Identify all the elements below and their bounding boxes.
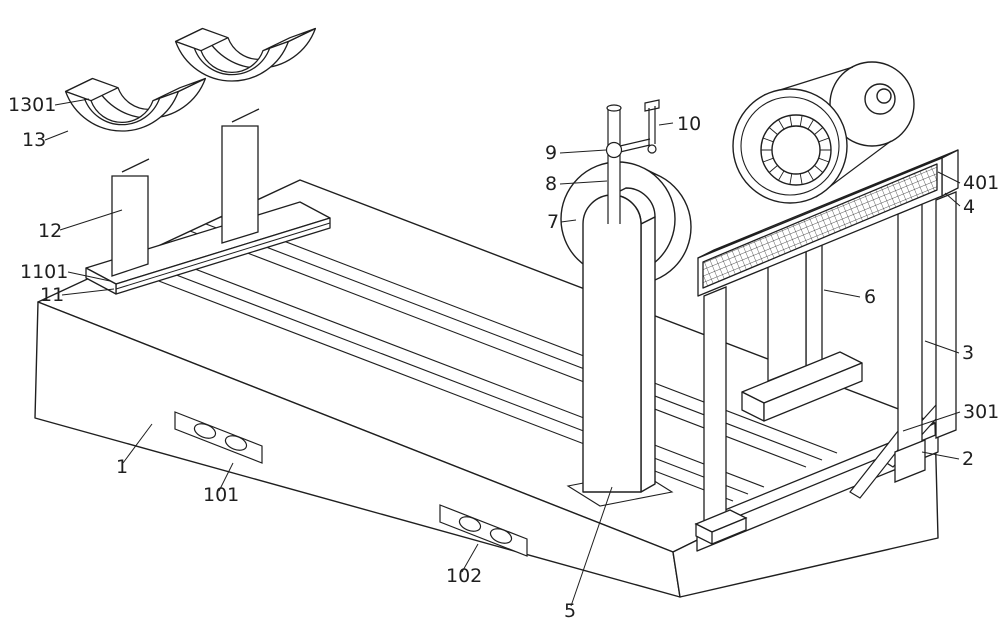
label-1: 1: [116, 456, 128, 478]
label-1101: 1101: [20, 261, 68, 283]
saddle-lining-edge: [83, 98, 161, 126]
lock-screw: [644, 99, 660, 154]
pipe-saddle-front: [64, 77, 207, 173]
vertical-column: [582, 187, 656, 493]
label-3: 3: [962, 342, 974, 364]
clamp-ring: [605, 141, 623, 159]
knurl-ticks: [761, 115, 831, 185]
guide-rails: [116, 216, 838, 502]
frame-left-post: [694, 286, 748, 546]
pipe-saddle-rear: [174, 27, 317, 123]
leader-lines: [44, 98, 961, 607]
label-1301: 1301: [8, 94, 56, 116]
label-9: 9: [545, 142, 557, 164]
label-5: 5: [564, 600, 576, 622]
mount-slot-101: [174, 411, 263, 464]
label-11: 11: [40, 284, 64, 306]
label-101: 101: [203, 484, 239, 506]
motor-cylinder: [732, 61, 915, 204]
label-2: 2: [962, 448, 974, 470]
support-pillar-front: [111, 175, 149, 277]
label-4: 4: [963, 196, 975, 218]
clamp-arm: [619, 138, 651, 153]
part-labels: 1301 13 12 1101 11 1 101 102 5 9 8 7 10 …: [8, 94, 999, 622]
adjust-rod: [605, 104, 651, 224]
label-8: 8: [545, 173, 557, 195]
label-401: 401: [963, 172, 999, 194]
rail-hatch-strip: [702, 163, 938, 289]
hanger-plate: [741, 238, 863, 422]
label-6: 6: [864, 286, 876, 308]
label-12: 12: [38, 220, 62, 242]
label-10: 10: [677, 113, 701, 135]
label-7: 7: [547, 211, 559, 233]
mount-slot-102: [439, 504, 528, 557]
label-301: 301: [963, 401, 999, 423]
top-rail: [697, 149, 959, 297]
label-102: 102: [446, 565, 482, 587]
label-13: 13: [22, 129, 46, 151]
support-pillar-rear: [221, 125, 259, 244]
